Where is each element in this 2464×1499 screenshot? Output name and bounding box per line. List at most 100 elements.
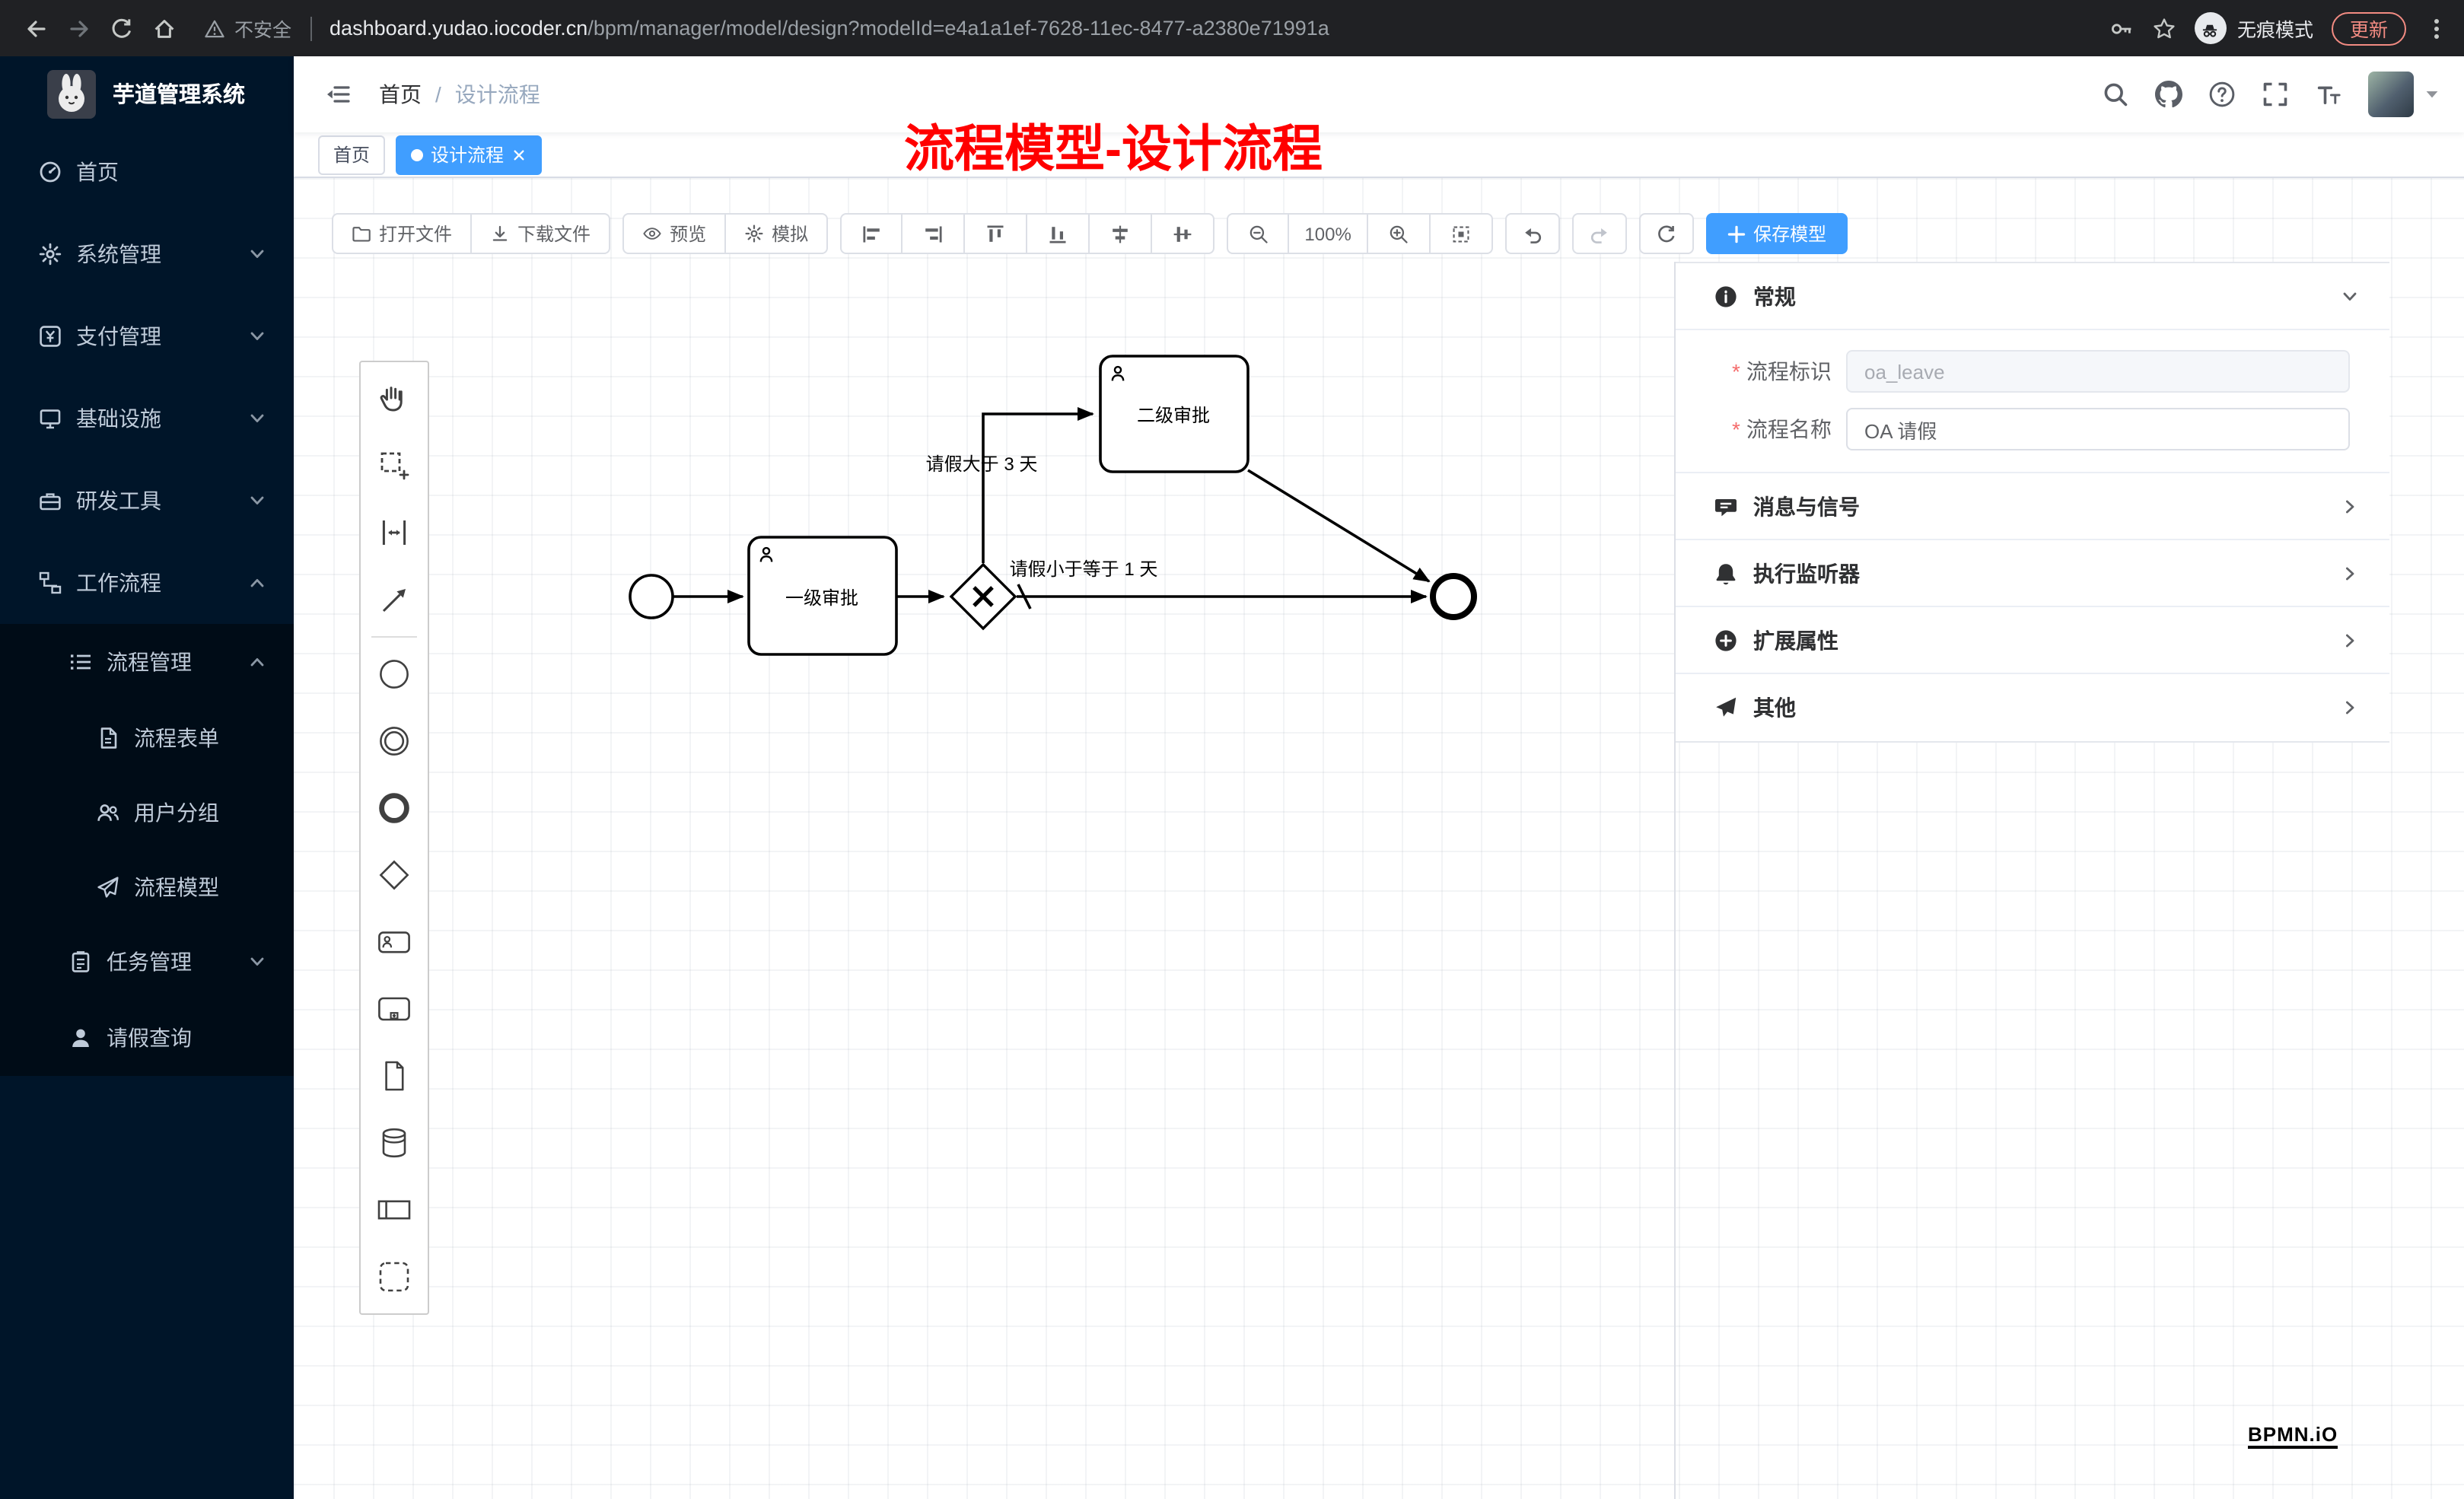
section-extended-properties[interactable]: 扩展属性 <box>1676 607 2389 674</box>
redo-button[interactable] <box>1572 213 1628 254</box>
sidebar-item-label: 系统管理 <box>76 242 161 266</box>
task-second-approval[interactable]: 二级审批 <box>1099 355 1250 473</box>
palette-space-tool[interactable] <box>361 499 428 566</box>
open-file-button[interactable]: 打开文件 <box>332 213 473 254</box>
palette-hand-tool[interactable] <box>361 365 428 432</box>
sidebar-item-payment[interactable]: 支付管理 <box>0 295 294 377</box>
palette-data-object[interactable] <box>361 1042 428 1109</box>
flow-label-gt3[interactable]: 请假大于 3 天 <box>926 454 1038 475</box>
align-horizontal-center-icon <box>1109 223 1131 244</box>
bookmark-star-icon[interactable] <box>2152 16 2176 40</box>
yen-icon <box>38 324 62 348</box>
browser-home-button[interactable] <box>143 7 186 49</box>
task-first-approval[interactable]: 一级审批 <box>747 536 898 656</box>
end-event[interactable] <box>1430 573 1477 620</box>
home-icon <box>152 16 177 40</box>
align-top-icon <box>985 223 1006 244</box>
palette-lasso-tool[interactable] <box>361 432 428 499</box>
browser-back-button[interactable] <box>15 7 58 49</box>
process-name-input[interactable] <box>1846 408 2350 450</box>
sidebar-item-leave-query[interactable]: 请假查询 <box>0 1000 294 1076</box>
breadcrumb-home[interactable]: 首页 <box>379 82 422 107</box>
zoom-reset-button[interactable] <box>1431 213 1494 254</box>
flow-gateway-to-task2[interactable] <box>982 407 1094 563</box>
align-horizontal-center-button[interactable] <box>1090 213 1153 254</box>
sidebar-item-infra[interactable]: 基础设施 <box>0 377 294 460</box>
task2-label: 二级审批 <box>1137 406 1210 426</box>
palette-intermediate-event[interactable] <box>361 708 428 775</box>
section-general-title: 常规 <box>1753 284 1796 308</box>
font-size-icon[interactable] <box>2315 81 2342 108</box>
chevron-right-icon <box>2341 497 2359 515</box>
download-file-button[interactable]: 下载文件 <box>472 213 611 254</box>
properties-card: 常规 *流程标识 *流程名称 消息与信号 <box>1676 262 2389 743</box>
sidebar-item-process-model[interactable]: 流程模型 <box>0 849 294 924</box>
preview-button[interactable]: 预览 <box>622 213 727 254</box>
restart-button[interactable] <box>1639 213 1695 254</box>
sidebar-item-process-mgmt[interactable]: 流程管理 <box>0 624 294 700</box>
site-security-chip[interactable]: 不安全 <box>204 14 291 43</box>
palette-global-connect-tool[interactable] <box>361 566 428 633</box>
simulate-button[interactable]: 模拟 <box>726 213 829 254</box>
flow-task2-to-end[interactable] <box>1247 469 1431 583</box>
browser-menu-icon[interactable] <box>2424 16 2449 40</box>
help-question-icon[interactable] <box>2208 81 2236 108</box>
download-icon <box>490 224 510 243</box>
align-top-button[interactable] <box>965 213 1028 254</box>
chevron-down-icon <box>2341 287 2359 305</box>
browser-forward-button[interactable] <box>58 7 100 49</box>
palette-end-event[interactable] <box>361 775 428 842</box>
section-general[interactable]: 常规 <box>1676 263 2389 330</box>
fullscreen-icon[interactable] <box>2262 81 2289 108</box>
sidebar-item-process-form[interactable]: 流程表单 <box>0 700 294 775</box>
palette-gateway[interactable] <box>361 842 428 909</box>
bpmn-io-logo[interactable]: BPMN.iO <box>2248 1423 2338 1449</box>
chrome-update-button[interactable]: 更新 <box>2331 11 2406 45</box>
zoom-in-button[interactable] <box>1368 213 1431 254</box>
palette-separator <box>371 636 417 638</box>
search-icon[interactable] <box>2102 81 2129 108</box>
user-menu[interactable] <box>2368 72 2440 117</box>
section-execution-listener[interactable]: 执行监听器 <box>1676 540 2389 607</box>
align-vertical-center-button[interactable] <box>1152 213 1215 254</box>
palette-participant[interactable] <box>361 1176 428 1243</box>
exclusive-gateway[interactable] <box>949 562 1017 631</box>
default-flow-marker <box>1017 584 1032 609</box>
align-left-button[interactable] <box>840 213 903 254</box>
sidebar-item-user-group[interactable]: 用户分组 <box>0 775 294 849</box>
save-model-button[interactable]: 保存模型 <box>1706 213 1848 254</box>
sidebar-item-system[interactable]: 系统管理 <box>0 213 294 295</box>
sidebar-item-task-mgmt[interactable]: 任务管理 <box>0 924 294 1000</box>
zoom-out-button[interactable] <box>1227 213 1290 254</box>
back-icon <box>24 16 49 40</box>
align-bottom-button[interactable] <box>1027 213 1090 254</box>
palette-group[interactable] <box>361 1243 428 1310</box>
sidebar-collapse-icon[interactable] <box>324 81 352 108</box>
palette-data-store[interactable] <box>361 1109 428 1176</box>
undo-button[interactable] <box>1505 213 1561 254</box>
palette-start-event[interactable] <box>361 641 428 708</box>
app-logo-row[interactable]: 芋道管理系统 <box>0 56 294 131</box>
toolbox-icon <box>38 489 62 513</box>
sidebar-item-home[interactable]: 首页 <box>0 131 294 213</box>
url-divider <box>310 16 312 40</box>
github-icon[interactable] <box>2155 81 2182 108</box>
sidebar-item-devtools[interactable]: 研发工具 <box>0 460 294 542</box>
section-message-signal[interactable]: 消息与信号 <box>1676 473 2389 540</box>
tab-home[interactable]: 首页 <box>318 135 386 174</box>
palette-subprocess[interactable] <box>361 975 428 1042</box>
sidebar-item-label: 工作流程 <box>76 571 161 595</box>
close-icon[interactable] <box>511 147 527 162</box>
align-right-button[interactable] <box>903 213 966 254</box>
flow-label-le1[interactable]: 请假小于等于 1 天 <box>1010 559 1158 580</box>
diagram-canvas[interactable]: 一级审批 二级审批 请假大于 3 天 请假小于等于 1 天 <box>294 178 2464 1499</box>
palette-user-task[interactable] <box>361 909 428 975</box>
start-event[interactable] <box>629 574 674 619</box>
sidebar-item-workflow[interactable]: 工作流程 <box>0 542 294 624</box>
tab-design-process[interactable]: 设计流程 <box>396 135 543 174</box>
address-bar[interactable]: dashboard.yudao.iocoder.cn/bpm/manager/m… <box>329 17 2088 40</box>
browser-refresh-button[interactable] <box>100 7 143 49</box>
section-other[interactable]: 其他 <box>1676 674 2389 741</box>
password-key-icon[interactable] <box>2109 16 2134 40</box>
